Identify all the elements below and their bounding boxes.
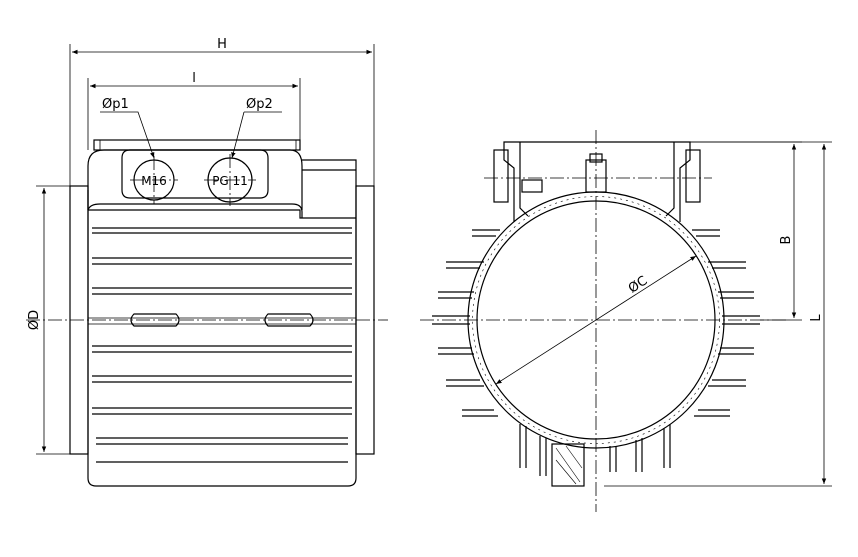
dim-p2-label: Øp2 (246, 97, 273, 112)
dim-h-label: H (217, 37, 227, 52)
gland-pg11-label: PG 11 (212, 174, 248, 188)
dim-d-label: ØD (27, 310, 42, 330)
dim-l-label: l (192, 71, 196, 86)
dim-p1-label: Øp1 (102, 97, 129, 112)
dim-b-label: B (779, 236, 794, 245)
gland-m16-label: M16 (141, 174, 167, 188)
dim-l-end-label: L (809, 314, 824, 322)
side-view (26, 44, 388, 487)
section-fins (432, 229, 760, 476)
cross-section (420, 130, 832, 512)
side-fins (92, 227, 352, 463)
dim-c-label: ØC (626, 274, 650, 297)
